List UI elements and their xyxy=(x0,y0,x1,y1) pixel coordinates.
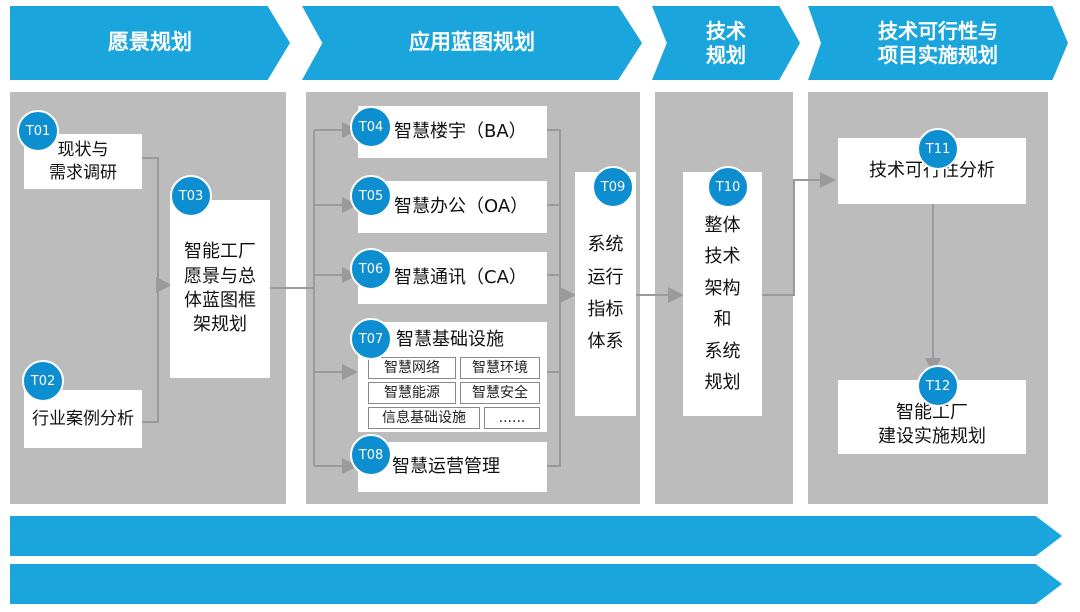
badge-t12: T12 xyxy=(917,365,959,407)
bottom-band-1 xyxy=(10,516,1062,556)
sub-smart-network: 智慧网络 xyxy=(368,357,456,379)
header-vision-planning: 愿景规划 xyxy=(10,6,290,80)
header-blueprint-planning: 应用蓝图规划 xyxy=(302,6,642,80)
badge-t10: T10 xyxy=(707,166,749,208)
node-t10-architecture: 整体 技术 架构 和 系统 规划 xyxy=(683,172,762,416)
badge-t03: T03 xyxy=(170,175,212,217)
node-t09-indicator-system: 系统 运行 指标 体系 xyxy=(575,172,636,416)
node-t03-vision-blueprint: 智能工厂 愿景与总 体蓝图框 架规划 xyxy=(170,200,270,378)
node-t04-smart-building: 智慧楼宇（BA） xyxy=(358,106,547,158)
header-feasibility-planning: 技术可行性与 项目实施规划 xyxy=(808,6,1068,80)
badge-t01: T01 xyxy=(17,110,59,152)
bottom-band-2 xyxy=(10,564,1062,604)
sub-info-infrastructure: 信息基础设施 xyxy=(368,407,480,429)
badge-t07: T07 xyxy=(350,318,392,360)
badge-t04: T04 xyxy=(350,106,392,148)
badge-t11: T11 xyxy=(917,128,959,170)
sub-more: ...... xyxy=(484,407,540,429)
node-t12-implementation: 智能工厂 建设实施规划 xyxy=(838,380,1026,454)
badge-t06: T06 xyxy=(350,248,392,290)
badge-t08: T08 xyxy=(350,434,392,476)
badge-t09: T09 xyxy=(592,166,634,208)
header-tech-planning: 技术 规划 xyxy=(652,6,800,80)
sub-smart-environment: 智慧环境 xyxy=(460,357,540,379)
badge-t05: T05 xyxy=(350,175,392,217)
sub-smart-security: 智慧安全 xyxy=(460,382,540,404)
badge-t02: T02 xyxy=(22,360,64,402)
sub-smart-energy: 智慧能源 xyxy=(368,382,456,404)
